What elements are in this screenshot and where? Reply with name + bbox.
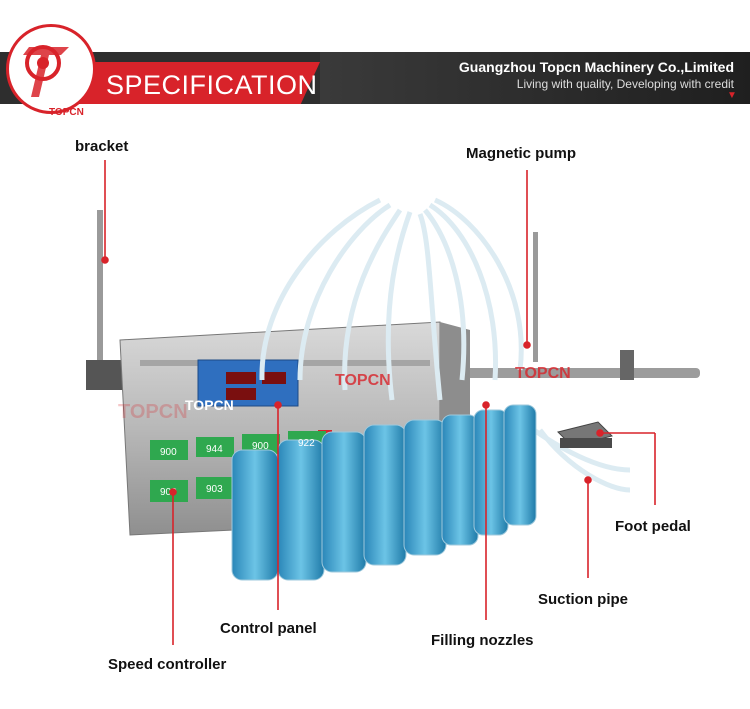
label-speed-controller: Speed controller [108, 656, 227, 673]
panel-brand: TOPCN [185, 397, 234, 413]
label-control-panel: Control panel [220, 620, 317, 637]
bottles [231, 404, 537, 581]
label-foot-pedal: Foot pedal [615, 518, 691, 535]
company-name: Guangzhou Topcn Machinery Co.,Limited [458, 59, 734, 75]
company-tagline: Living with quality, Developing with cre… [516, 77, 734, 91]
speed-controller [150, 431, 326, 502]
speed-display-1: 900 [160, 447, 177, 458]
bracket [86, 210, 538, 390]
brand-logo: TOPCN [6, 24, 96, 118]
label-magnetic-pump: Magnetic pump [466, 145, 577, 162]
logo-text: TOPCN [49, 107, 84, 118]
speed-display-6: 903 [206, 484, 223, 495]
label-suction-pipe: Suction pipe [538, 591, 628, 608]
arrow-icon: ▼ [727, 90, 737, 101]
bar-brand-1: TOPCN [335, 372, 391, 389]
header-banner-right [320, 52, 750, 104]
speed-display-3: 900 [252, 441, 269, 452]
speed-display-2: 944 [206, 444, 223, 455]
section-title-tab [80, 62, 320, 104]
label-bracket: bracket [75, 138, 129, 155]
speed-display-4: 922 [298, 438, 315, 449]
magnetic-pump-tubes [259, 197, 631, 493]
callout-lines [101, 160, 656, 645]
speed-display-5: 900 [160, 487, 177, 498]
bar-brand-2: TOPCN [515, 365, 571, 382]
foot-pedal [557, 421, 613, 448]
label-filling-nozzles: Filling nozzles [431, 632, 534, 649]
logo-gear-icon [23, 45, 69, 97]
section-title: SPECIFICATION [106, 70, 318, 100]
watermark-brand-1: TOPCN [118, 401, 188, 423]
